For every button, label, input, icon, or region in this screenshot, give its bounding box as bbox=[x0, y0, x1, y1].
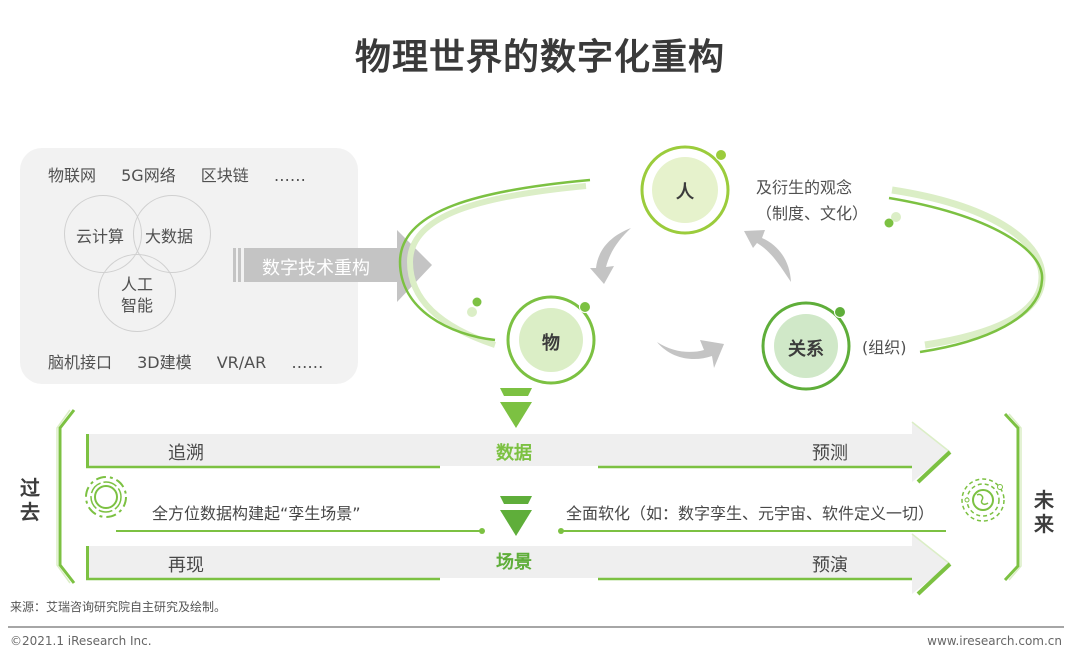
tech-item: 5G网络 bbox=[121, 166, 176, 185]
cycle-arrow-thing-to-relation bbox=[657, 340, 724, 368]
person-note-line2: （制度、文化） bbox=[756, 204, 869, 223]
arrow-label: 数字技术重构 bbox=[262, 258, 370, 279]
mid-line-right bbox=[558, 528, 946, 534]
circles-icon bbox=[85, 476, 127, 518]
venn-label-cloud: 云计算 bbox=[76, 227, 125, 246]
node-person bbox=[640, 145, 730, 235]
node-relation-label: 关系 bbox=[788, 339, 824, 360]
future-label: 未 来 bbox=[1034, 488, 1054, 536]
mid-line-left bbox=[116, 528, 485, 534]
down-triangle-data bbox=[500, 388, 532, 428]
source-note: 来源：艾瑞咨询研究院自主研究及绘制。 bbox=[10, 600, 227, 614]
tech-row-top: 物联网 5G网络 区块链 …… bbox=[48, 162, 326, 186]
bracket-future bbox=[1003, 412, 1022, 582]
person-note-line1: 及衍生的观念 bbox=[756, 178, 853, 197]
tech-item: VR/AR bbox=[216, 353, 267, 372]
cycle-arrow-relation-to-person bbox=[744, 230, 791, 282]
venn-circle-ai bbox=[98, 254, 176, 332]
node-person-label: 人 bbox=[676, 182, 694, 203]
outer-loop-right bbox=[888, 186, 1046, 354]
band-bottom bbox=[86, 533, 952, 596]
website-link[interactable]: www.iresearch.com.cn bbox=[927, 634, 1062, 648]
page-title: 物理世界的数字化重构 bbox=[354, 37, 725, 78]
scene-label: 场景 bbox=[496, 552, 532, 573]
band-top-left-label: 追溯 bbox=[168, 443, 204, 464]
globe-icon bbox=[961, 478, 1005, 522]
data-label: 数据 bbox=[496, 443, 532, 464]
venn-label-ai: 人工 智能 bbox=[121, 275, 154, 315]
decor-dot bbox=[472, 297, 482, 307]
decor-dot bbox=[891, 212, 901, 222]
tech-item: 脑机接口 bbox=[48, 353, 113, 372]
footer-divider bbox=[8, 626, 1064, 628]
past-label: 过 去 bbox=[20, 476, 40, 524]
outer-loop-left bbox=[398, 178, 591, 348]
node-thing bbox=[506, 295, 596, 385]
bracket-past bbox=[56, 409, 76, 584]
venn-label-bigdata: 大数据 bbox=[145, 227, 194, 246]
tech-item: …… bbox=[273, 166, 306, 185]
tech-item: …… bbox=[291, 353, 324, 372]
tech-item: 区块链 bbox=[200, 166, 249, 185]
right-mid-text: 全面软化（如：数字孪生、元宇宙、软件定义一切） bbox=[566, 504, 935, 523]
tech-item: 3D建模 bbox=[137, 353, 192, 372]
band-top bbox=[86, 421, 952, 484]
down-triangle-scene bbox=[500, 496, 532, 536]
cycle-arrow-person-to-thing bbox=[590, 228, 631, 284]
left-mid-text: 全方位数据构建起“孪生场景” bbox=[152, 504, 361, 523]
band-bottom-left-label: 再现 bbox=[168, 555, 204, 576]
tech-item: 物联网 bbox=[48, 166, 97, 185]
band-bottom-right-label: 预演 bbox=[812, 555, 848, 576]
decor-dot bbox=[884, 218, 894, 228]
relation-note: (组织) bbox=[862, 338, 907, 357]
tech-row-bottom: 脑机接口 3D建模 VR/AR …… bbox=[48, 349, 343, 373]
band-top-right-label: 预测 bbox=[812, 443, 848, 464]
node-relation bbox=[761, 301, 851, 391]
venn-circle-bigdata bbox=[133, 195, 211, 273]
digital-reconstruction-arrow bbox=[233, 230, 432, 302]
copyright: ©2021.1 iResearch Inc. bbox=[10, 634, 152, 648]
node-thing-label: 物 bbox=[542, 333, 560, 354]
decor-dot bbox=[467, 307, 477, 317]
